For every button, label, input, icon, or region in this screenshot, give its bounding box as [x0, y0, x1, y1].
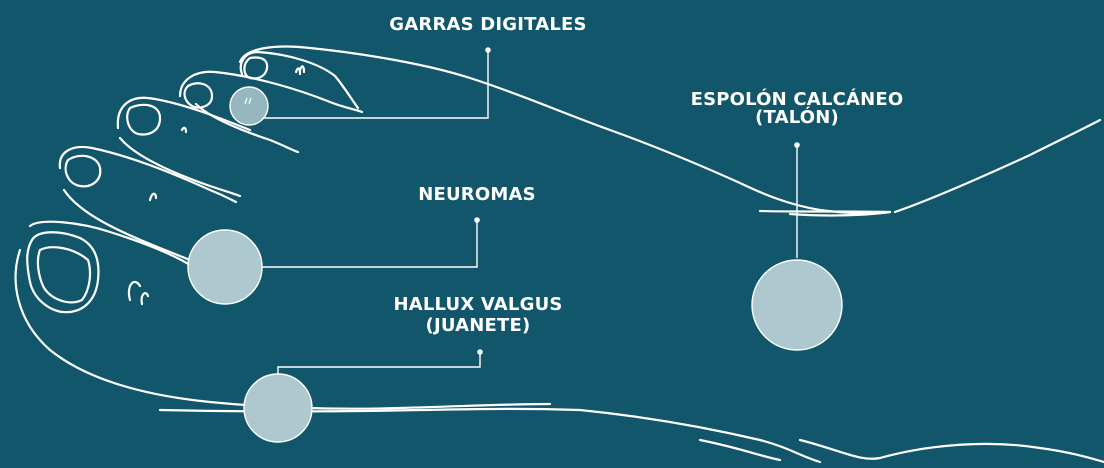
- connector-garras: [262, 50, 489, 119]
- dot-hallux: [477, 349, 483, 355]
- connector-hallux: [277, 352, 481, 375]
- connector-neuromas: [260, 220, 478, 268]
- connector-dots: [474, 47, 800, 355]
- label-garras-digitales: GARRAS DIGITALES: [389, 14, 586, 35]
- label-hallux-valgus: HALLUX VALGUS (JUANETE): [393, 294, 562, 336]
- label-neuromas: NEUROMAS: [418, 184, 536, 205]
- dot-espolon: [794, 142, 800, 148]
- markers: [187, 86, 843, 443]
- marker-neuromas[interactable]: [187, 229, 263, 305]
- label-neuromas-text: NEUROMAS: [418, 184, 536, 205]
- marker-garras-digitales[interactable]: [229, 86, 269, 126]
- label-garras-text: GARRAS DIGITALES: [389, 14, 587, 35]
- dot-neuromas: [474, 217, 480, 223]
- label-espolon-line2: (TALÓN): [755, 107, 839, 128]
- connector-lines: [260, 50, 798, 375]
- label-hallux-line1: HALLUX VALGUS: [393, 294, 563, 315]
- foot-outline: [14, 45, 1104, 464]
- label-espolon-calcaneo: ESPOLÓN CALCÁNEO (TALÓN): [691, 91, 904, 127]
- marker-hallux-valgus[interactable]: [243, 373, 313, 443]
- label-espolon-line1: ESPOLÓN CALCÁNEO: [690, 89, 904, 110]
- marker-detail: [244, 97, 252, 105]
- label-hallux-line2: (JUANETE): [425, 315, 531, 336]
- marker-espolon-calcaneo[interactable]: [751, 259, 843, 351]
- dot-garras: [485, 47, 491, 53]
